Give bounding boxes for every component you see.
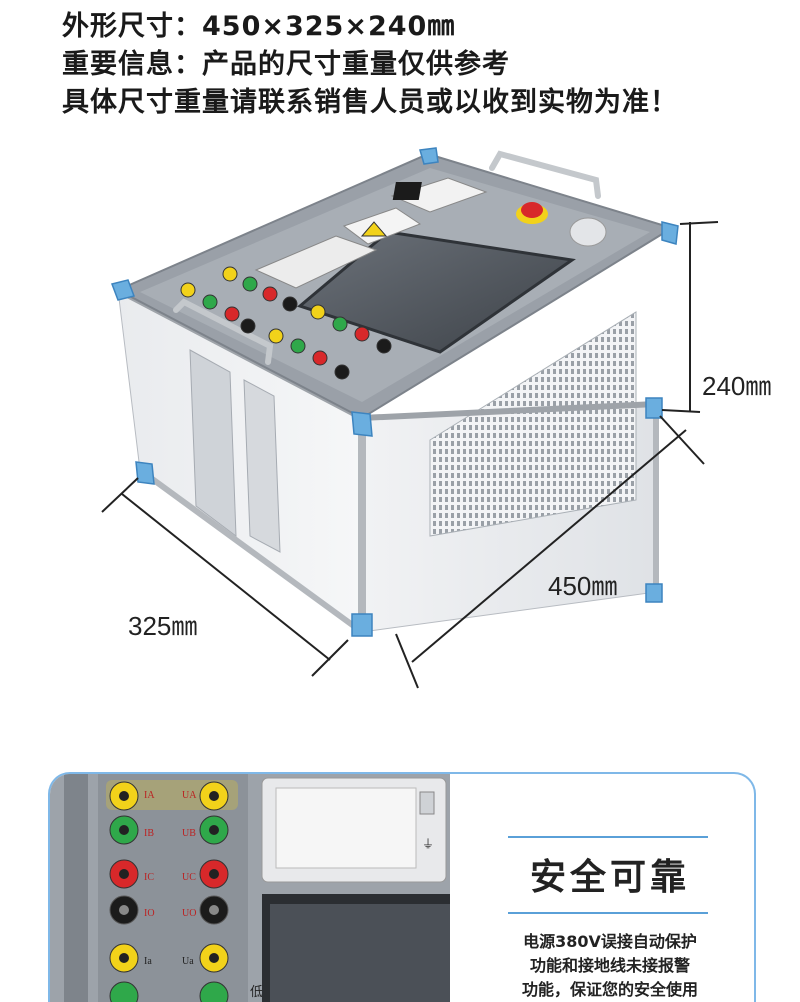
device-display-screen bbox=[296, 230, 576, 354]
feature-desc-line-1: 电源380V误接自动保护 bbox=[523, 932, 697, 951]
svg-text:⏚: ⏚ bbox=[422, 837, 434, 851]
term-label-uo: UO bbox=[182, 908, 196, 919]
feature-description: 电源380V误接自动保护 功能和接地线未接报警 功能，保证您的安全使用 bbox=[500, 930, 720, 1002]
spec-notice: 重要信息：产品的尺寸重量仅供参考 bbox=[62, 49, 510, 80]
dimension-length-label: 450㎜ bbox=[548, 571, 618, 601]
feature-rule-bottom bbox=[508, 912, 708, 914]
spec-disclaimer: 具体尺寸重量请联系销售人员或以收到实物为准！ bbox=[62, 87, 678, 118]
spec-text-block: 外形尺寸：450×325×240㎜ 重要信息：产品的尺寸重量仅供参考 具体尺寸重… bbox=[62, 8, 678, 122]
term-label-uc: UC bbox=[182, 872, 196, 883]
term-label-ic: IC bbox=[144, 872, 154, 883]
section-gap bbox=[0, 720, 800, 730]
feature-rule-top bbox=[508, 836, 708, 838]
feature-title: 安全可靠 bbox=[529, 857, 690, 898]
device-terminal-posts bbox=[180, 266, 392, 380]
corner-caps bbox=[111, 147, 679, 637]
term-side-mark: 低 bbox=[250, 984, 263, 999]
term-label-ib: IB bbox=[144, 828, 154, 839]
term-label-ua-lower: Ua bbox=[182, 956, 194, 967]
terminal-closeup-photo: IA UA IB UB IC UC IO UO Ia Ua 低 ⏚ bbox=[50, 774, 450, 1002]
dimension-height-label: 240㎜ bbox=[702, 371, 772, 401]
feature-desc-line-2: 功能和接地线未接报警 bbox=[529, 956, 690, 975]
product-illustration-area: 240㎜ 450㎜ 325㎜ bbox=[101, 147, 772, 689]
term-label-ua: UA bbox=[182, 790, 197, 801]
term-label-io: IO bbox=[144, 908, 155, 919]
feature-panel: IA UA IB UB IC UC IO UO Ia Ua 低 ⏚ bbox=[48, 772, 756, 1002]
feature-safety-box: 安全可靠 电源380V误接自动保护 功能和接地线未接报警 功能，保证您的安全使用 bbox=[500, 836, 720, 1002]
term-label-ia: IA bbox=[144, 790, 155, 801]
closeup-terminal-posts bbox=[106, 780, 238, 1002]
product-device-illustration bbox=[101, 147, 719, 689]
term-label-ub: UB bbox=[182, 828, 196, 839]
vent-grille bbox=[429, 311, 637, 537]
dimension-lines bbox=[101, 221, 719, 689]
spec-dimensions: 外形尺寸：450×325×240㎜ bbox=[62, 11, 456, 42]
dimension-depth-label: 325㎜ bbox=[128, 611, 198, 641]
term-label-ia-lower: Ia bbox=[144, 956, 152, 967]
feature-desc-line-3: 功能，保证您的安全使用 bbox=[521, 980, 698, 999]
